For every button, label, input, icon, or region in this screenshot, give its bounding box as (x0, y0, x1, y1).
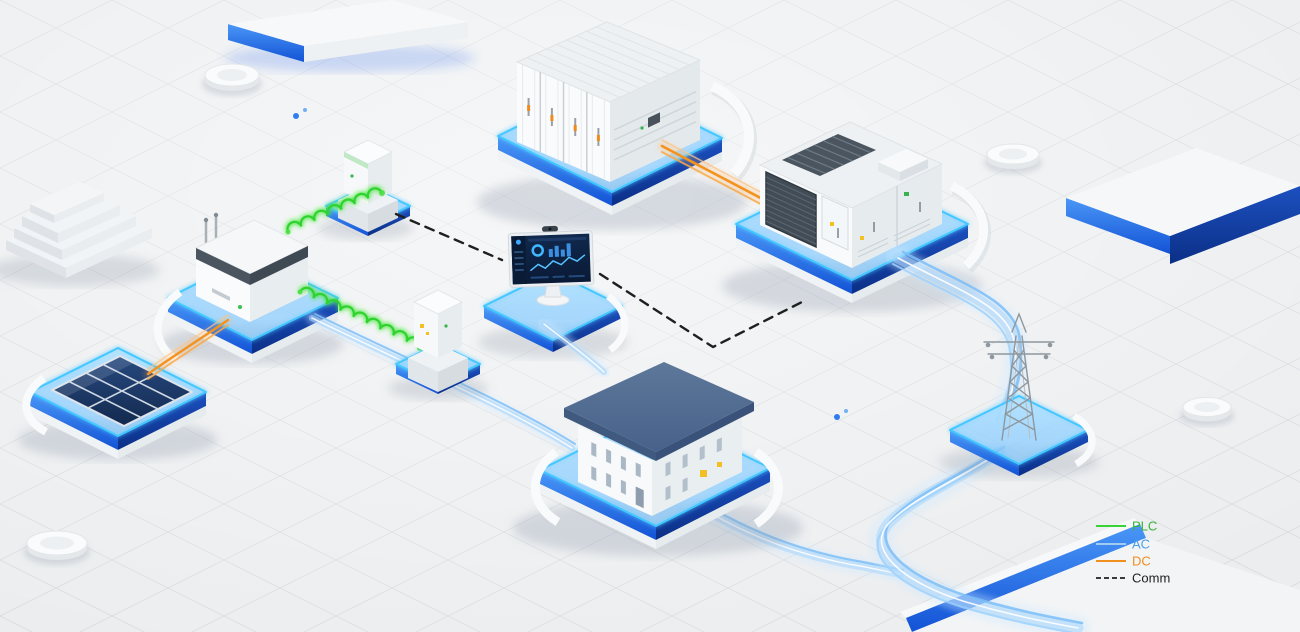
monitor-screen (511, 233, 591, 285)
inverter-node (153, 212, 344, 364)
battery-container-node (477, 21, 757, 230)
stepped-structure (0, 182, 160, 286)
legend-row-ac: AC (1096, 537, 1150, 552)
dc-link-solar-to-inverter (144, 314, 232, 380)
monitor (507, 225, 595, 288)
monitoring-terminal-node (478, 225, 629, 358)
inverter-body (194, 212, 310, 322)
pylon-icon (983, 312, 1055, 441)
comm-link-monitor-to-station (598, 272, 804, 349)
solar-panel-grid (51, 355, 193, 427)
warning-sign-icon (717, 462, 722, 467)
disc-right-upper (984, 143, 1042, 174)
building-door (635, 486, 644, 509)
disc-bottom-left (24, 530, 90, 565)
station-grille-panel (765, 170, 817, 249)
disc-right-lower (1180, 397, 1234, 426)
deco-slab-top-left (225, 0, 475, 72)
plc-module-lower-node (388, 289, 488, 400)
legend: PLC AC DC Comm (1096, 519, 1170, 586)
container-roof-ribs (526, 26, 690, 98)
building-body (564, 362, 754, 516)
legend-row-dc: DC (1096, 554, 1151, 569)
station-body (758, 121, 944, 268)
legend-row-comm: Comm (1096, 571, 1170, 586)
comm-link-box-to-monitor (394, 212, 504, 262)
ac-ribbon-tower-to-grid (869, 440, 1090, 632)
plc-coil-upper (284, 185, 385, 235)
station-doors (857, 186, 931, 258)
marker-dots-lower (834, 409, 848, 420)
deco-slab-top-right (1066, 148, 1300, 264)
dc-label: DC (1132, 554, 1151, 569)
comm-box-lower (412, 289, 464, 358)
comm-label: Comm (1132, 571, 1170, 586)
comm-dashed-links (394, 212, 804, 349)
plc-module-upper-node (318, 139, 414, 240)
transmission-tower-node (939, 312, 1099, 478)
marker-dots-upper (293, 108, 307, 119)
ac-ribbon-monitor-to-building (538, 318, 610, 378)
building-node (513, 362, 803, 556)
legend-row-plc: PLC (1096, 519, 1157, 534)
plc-label: PLC (1132, 519, 1157, 534)
dc-link-container-to-station (657, 139, 777, 211)
comm-box-upper (342, 139, 394, 204)
disc-top-left (202, 63, 262, 96)
container-body (515, 21, 702, 182)
warning-sign-icon (700, 470, 707, 477)
container-doors (522, 64, 605, 180)
building-roof (564, 362, 754, 452)
ac-label: AC (1132, 537, 1150, 552)
transformer-station-node (722, 121, 991, 312)
container-label (648, 112, 660, 128)
building-windows (591, 442, 641, 495)
